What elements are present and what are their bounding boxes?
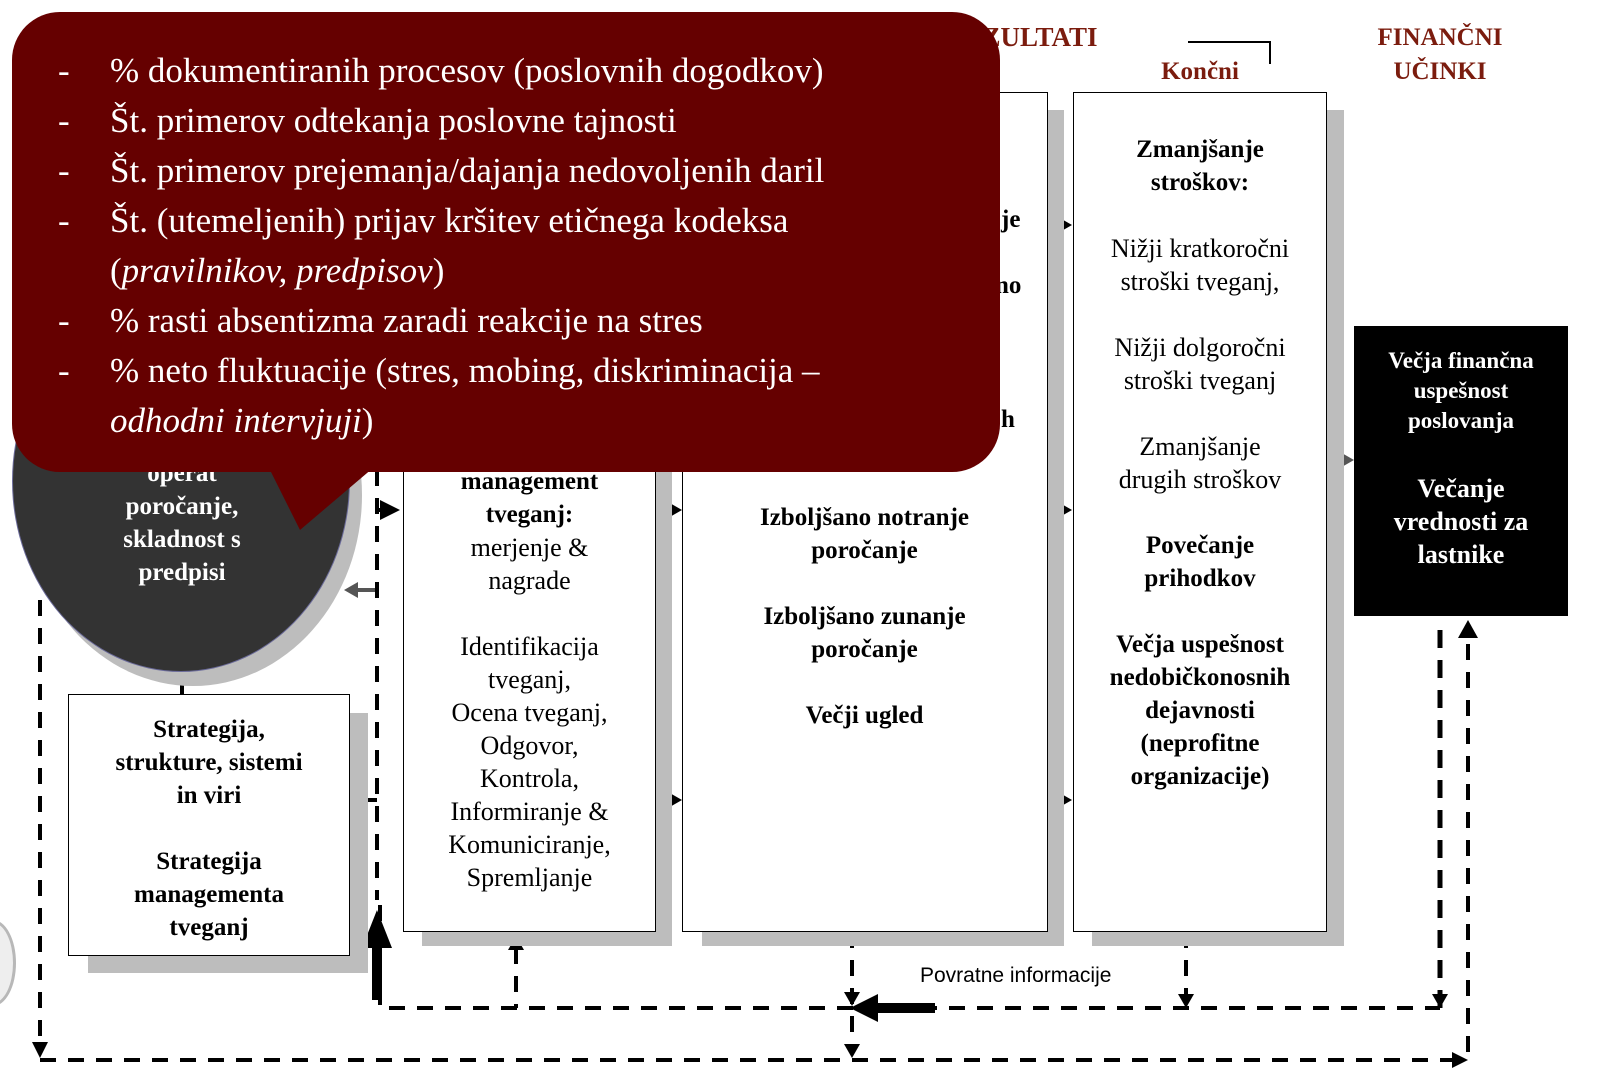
process-item: Odgovor,: [480, 731, 579, 760]
process-item: Ocena tveganj,: [451, 698, 608, 727]
interim-item-3: Večji ugled: [805, 702, 924, 729]
circle-line4: predpisi: [138, 559, 226, 586]
interim-fragment-2: je: [1001, 206, 1021, 233]
strategy-title-2: strukture, sistemi: [115, 749, 303, 776]
final-line-2b: stroški tveganj: [1123, 366, 1277, 395]
financial-a1: Večja finančna: [1388, 348, 1534, 373]
process-item: Komuniciranje,: [448, 830, 611, 859]
kpi-item: -% neto fluktuacije (stres, mobing, disk…: [58, 351, 820, 440]
kpi-item: -Št. (utemeljenih) prijav kršitev etične…: [58, 201, 789, 290]
final-head3-e: organizacije): [1130, 763, 1270, 790]
final-box: Zmanjšanje stroškov: Nižji kratkoročni s…: [1073, 92, 1327, 932]
strategy-box: Strategija, strukture, sistemi in viri S…: [68, 694, 350, 956]
kpi-item: -% dokumentiranih procesov (poslovnih do…: [58, 51, 824, 90]
final-head-2: stroškov:: [1150, 169, 1250, 196]
interim-item-2b: poročanje: [811, 636, 918, 663]
process-box: management tveganj: merjenje & nagrade I…: [403, 92, 656, 932]
financial-b1: Večanje: [1417, 474, 1505, 503]
feedback-label: Povratne informacije: [920, 964, 1112, 987]
kpi-callout: -% dokumentiranih procesov (poslovnih do…: [12, 12, 1000, 472]
final-head3-a: Večja uspešnost: [1116, 631, 1284, 658]
financial-a3: poslovanja: [1407, 408, 1515, 433]
process-title-2: tveganj:: [485, 501, 574, 528]
process-item: Identifikacija: [460, 632, 599, 661]
final-head3-b: nedobičkonosnih: [1109, 664, 1291, 691]
process-title-1: management: [460, 468, 599, 495]
process-item: tveganj,: [487, 665, 572, 694]
strategy-title-6: tveganj: [169, 914, 249, 941]
strategy-title-3: in viri: [176, 782, 242, 809]
strategy-title-5: managementa: [134, 881, 284, 908]
final-line-1b: stroški tveganj,: [1120, 267, 1280, 296]
process-line-1: merjenje &: [470, 533, 589, 562]
financial-box: Večja finančna uspešnost poslovanja Veča…: [1354, 326, 1568, 616]
final-head2-a: Povečanje: [1145, 532, 1255, 559]
interim-fragment-4: h: [1001, 406, 1015, 433]
final-head-1: Zmanjšanje: [1136, 136, 1264, 163]
final-line-1a: Nižji kratkoročni: [1110, 234, 1290, 263]
interim-item-2a: Izboljšano zunanje: [763, 603, 966, 630]
final-head2-b: prihodkov: [1144, 565, 1256, 592]
strategy-title-1: Strategija,: [153, 716, 265, 743]
process-item: Informiranje &: [450, 797, 609, 826]
financial-b2: vrednosti za: [1393, 507, 1529, 536]
kpi-item: -Št. primerov odtekanja poslovne tajnost…: [58, 101, 677, 140]
process-item: Spremljanje: [466, 863, 593, 892]
final-results-header: Končni: [1161, 58, 1239, 85]
kpi-list: -% dokumentiranih procesov (poslovnih do…: [12, 12, 1000, 446]
interim-item-1a: Izboljšano notranje: [759, 504, 970, 531]
final-line-3a: Zmanjšanje: [1139, 432, 1261, 461]
kpi-item: -Št. primerov prejemanja/dajanja nedovol…: [58, 151, 825, 190]
final-line-2a: Nižji dolgoročni: [1114, 333, 1286, 362]
kpi-item: -% rasti absentizma zaradi reakcije na s…: [58, 301, 703, 340]
financial-b3: lastnike: [1417, 540, 1505, 569]
financial-effects-header-line2: UČINKI: [1393, 58, 1487, 85]
strategy-title-4: Strategija: [156, 848, 262, 875]
final-head3-d: (neprofitne: [1140, 730, 1260, 757]
circle-line2: poročanje,: [125, 493, 239, 520]
final-line-3b: drugih stroškov: [1118, 465, 1282, 494]
interim-item-1b: poročanje: [811, 537, 918, 564]
financial-a2: uspešnost: [1413, 378, 1509, 403]
circle-line3: skladnost s: [123, 526, 241, 553]
results-header: ZULTATI: [982, 22, 1098, 52]
final-head3-c: dejavnosti: [1145, 697, 1255, 724]
process-item: Kontrola,: [480, 764, 579, 793]
financial-effects-header-line1: FINANČNI: [1377, 24, 1503, 51]
process-line-2: nagrade: [488, 566, 571, 595]
